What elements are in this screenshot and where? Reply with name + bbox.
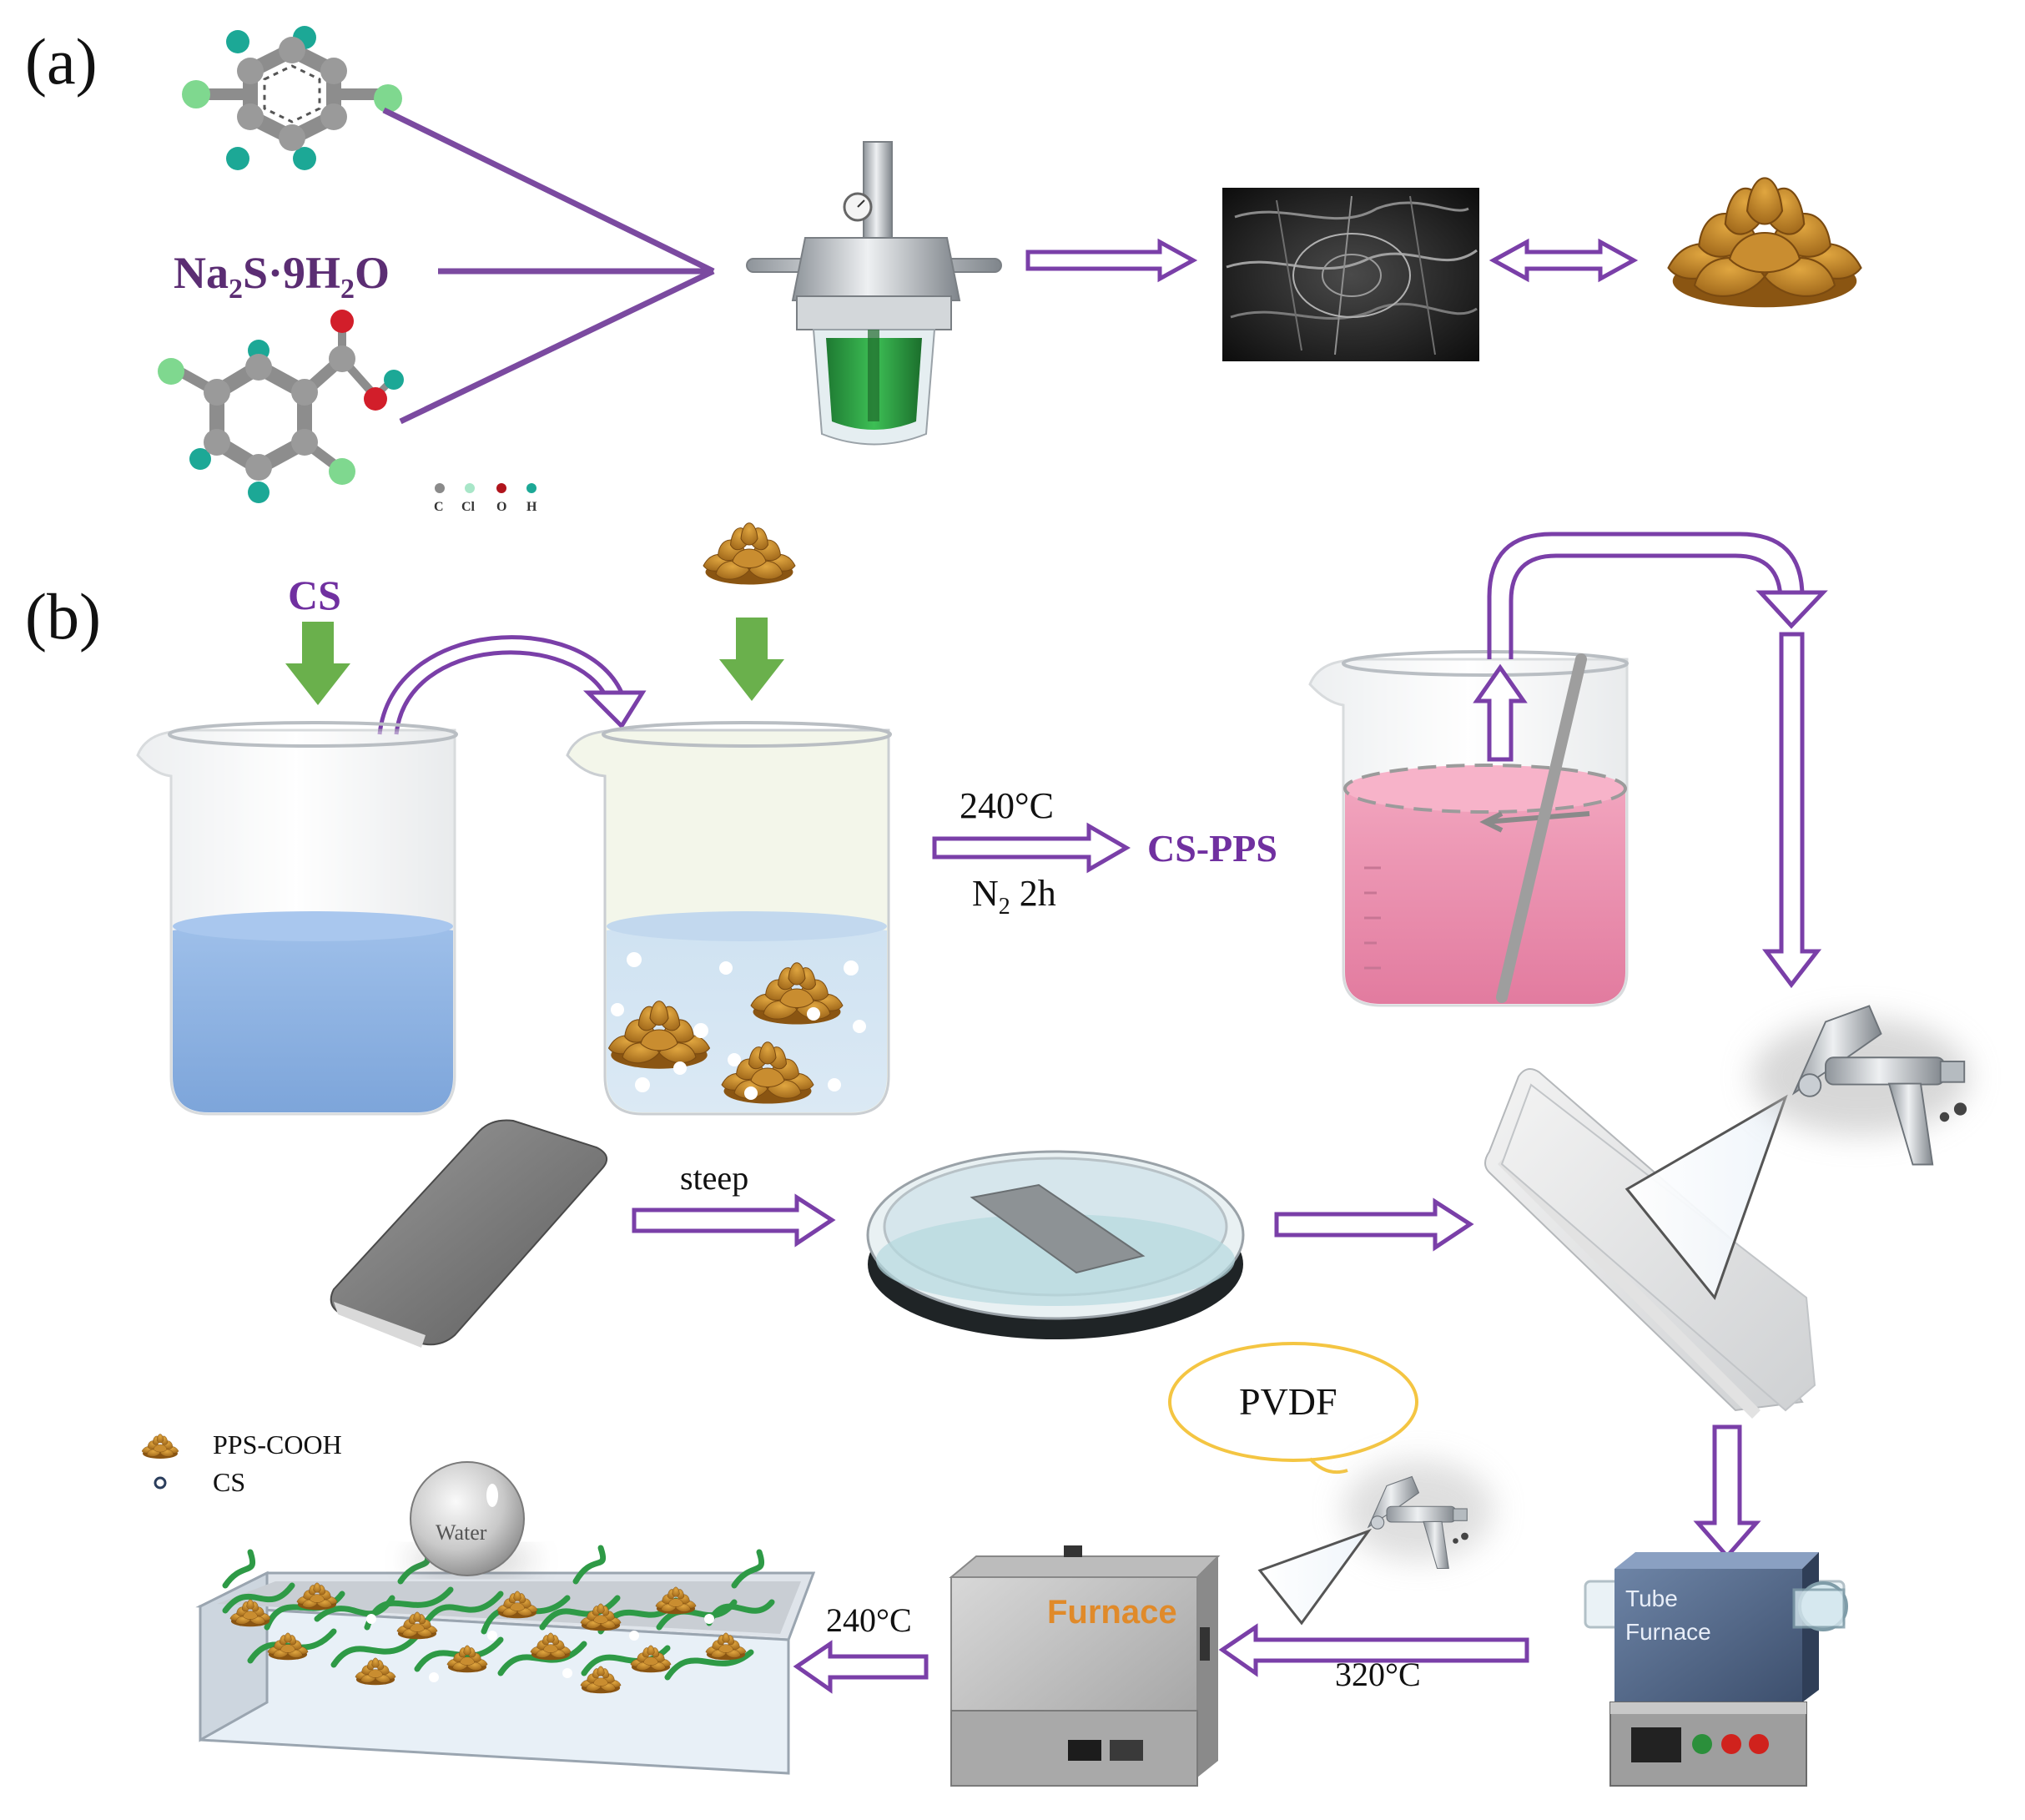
- atom-legend-cl: Cl: [461, 500, 476, 514]
- beaker-cs-solution: [136, 721, 458, 1116]
- legend-pps-cooh-label: PPS-COOH: [213, 1429, 342, 1460]
- label-cs-top: CS: [288, 572, 341, 618]
- beaker-cs-pps-dispersion: [1308, 650, 1629, 1007]
- converging-lines: [382, 107, 715, 425]
- label-reaction-temp: 240°C: [960, 785, 1054, 826]
- box-furnace: Furnace: [949, 1545, 1221, 1787]
- atom-legend-o: O: [496, 500, 506, 514]
- arrow-plate-to-tube-furnace: [1693, 1424, 1761, 1560]
- label-reaction-atmosphere: N2 2h: [972, 873, 1056, 920]
- label-tube-furnace-line1: Tube: [1625, 1586, 1678, 1611]
- pps-cooh-flower-small-top: [703, 522, 796, 585]
- label-pvdf: PVDF: [1239, 1380, 1337, 1423]
- tube-furnace: Tube Furnace: [1584, 1552, 1848, 1787]
- green-arrow-cs: [285, 622, 350, 705]
- arrow-tube-to-furnace: [1218, 1623, 1529, 1677]
- label-cs-pps: CS-PPS: [1147, 827, 1277, 870]
- label-water: Water: [436, 1520, 487, 1545]
- panel-label-a: (a): [25, 25, 98, 98]
- legend-pps-cooh-icon: [141, 1434, 179, 1460]
- green-fibers: [222, 1545, 775, 1681]
- arrow-reaction: [932, 822, 1131, 874]
- spray-cone-pvdf: [1257, 1528, 1373, 1626]
- label-temp-240-bottom: 240°C: [826, 1601, 912, 1639]
- atom-legend-h: H: [526, 500, 537, 514]
- water-droplet: Water: [409, 1461, 534, 1576]
- coating-cs-particles: [366, 1614, 714, 1682]
- label-steep: steep: [680, 1159, 748, 1197]
- arrow-dish-to-plate: [1274, 1197, 1474, 1252]
- label-furnace: Furnace: [1047, 1594, 1177, 1631]
- atom-legend: C Cl O H: [434, 483, 537, 514]
- legend-cs-icon: [154, 1476, 167, 1490]
- petri-dish: [866, 1150, 1245, 1339]
- pvdf-speech-bubble: PVDF: [1168, 1342, 1418, 1475]
- coated-plate: [1484, 1068, 1816, 1419]
- reagent-sodium-sulfide: Na2S·9H2O: [174, 248, 390, 305]
- atom-legend-c: C: [434, 500, 444, 514]
- curved-arrow-transfer: [377, 635, 647, 735]
- green-arrow-flower: [719, 618, 784, 701]
- cs-particles: [611, 952, 866, 1100]
- gray-substrate: [330, 1119, 608, 1348]
- legend-cs-label: CS: [213, 1467, 245, 1497]
- pps-cooh-flower-large: [1667, 177, 1862, 309]
- molecule-dichlorobenzene: [182, 26, 402, 170]
- label-tube-furnace-line2: Furnace: [1625, 1619, 1711, 1645]
- arrow-furnace-to-coating: [793, 1640, 929, 1694]
- arrow-reactor-to-sem: [1025, 238, 1198, 283]
- legend-coating: PPS-COOH CS: [141, 1429, 342, 1497]
- double-arrow-sem-flower: [1489, 238, 1639, 283]
- autoclave-reactor: [746, 141, 1002, 446]
- molecule-dichlorobenzoic-acid: [158, 310, 404, 503]
- arrow-dispersion-to-spraygun: [1473, 532, 1828, 989]
- arrow-steep: [632, 1193, 836, 1248]
- sem-micrograph: [1222, 188, 1479, 361]
- spray-cone-cs-pps: [1625, 1094, 1788, 1301]
- panel-label-b: (b): [25, 580, 101, 653]
